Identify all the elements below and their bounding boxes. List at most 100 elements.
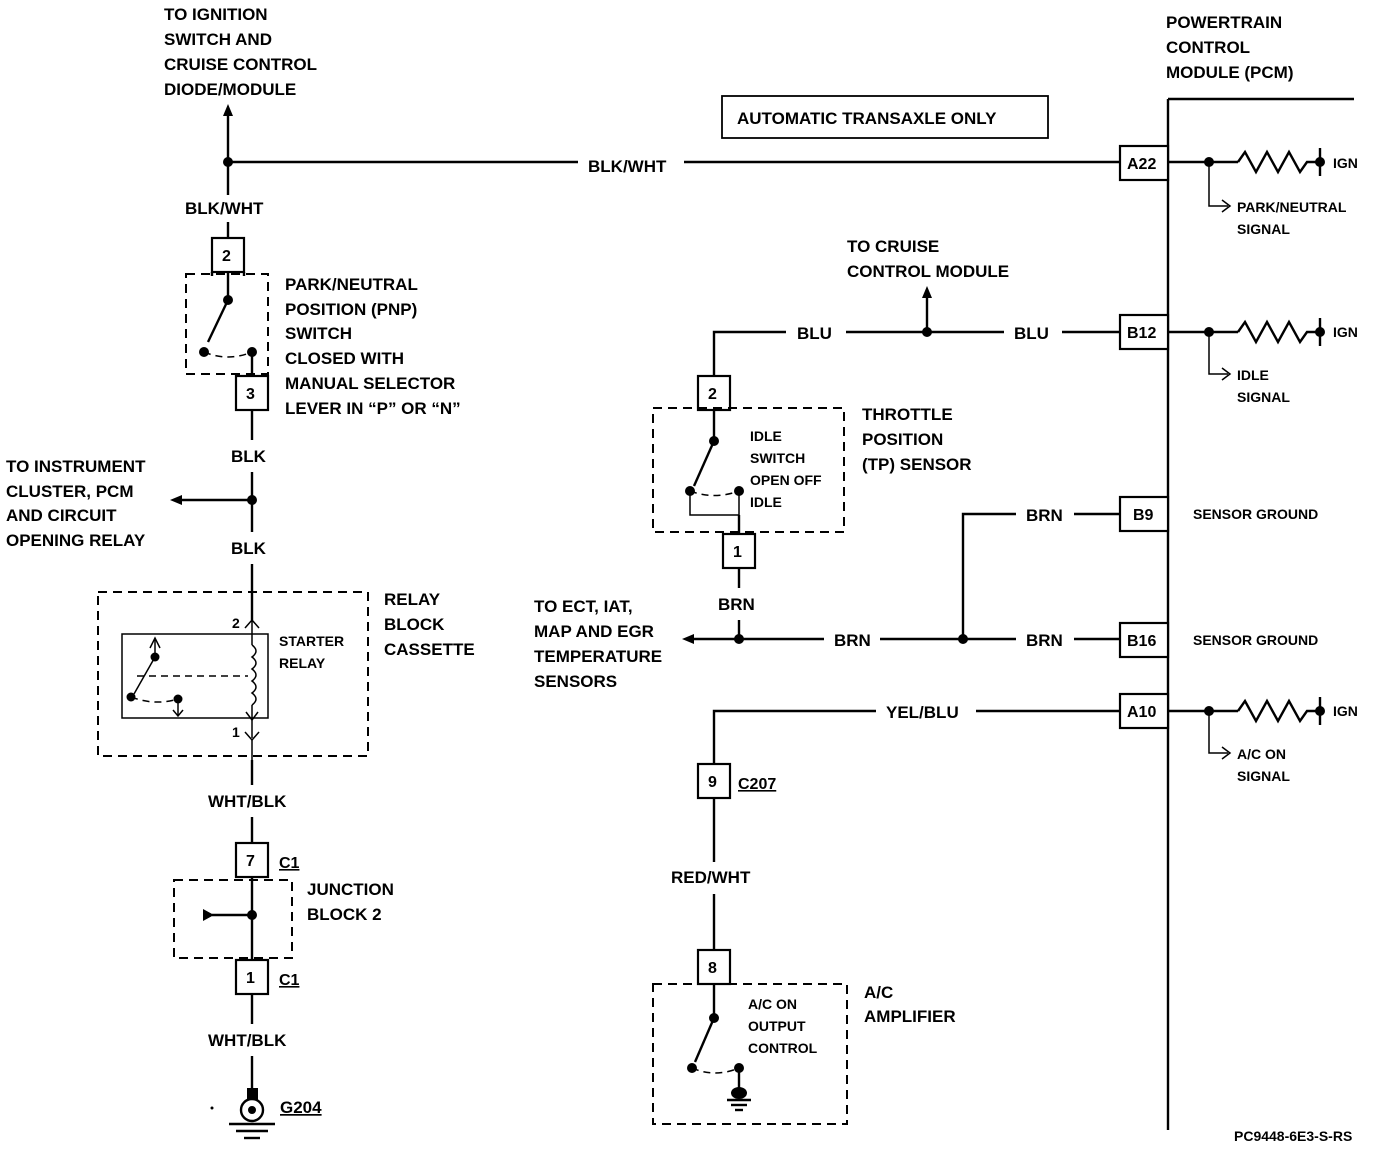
svg-text:STARTER: STARTER bbox=[279, 633, 344, 649]
svg-text:C1: C1 bbox=[279, 855, 300, 872]
svg-text:3: 3 bbox=[246, 386, 255, 403]
wire-blu: BLU BLU bbox=[712, 286, 1120, 378]
svg-text:POSITION: POSITION bbox=[862, 430, 943, 449]
svg-text:SIGNAL: SIGNAL bbox=[1237, 768, 1290, 784]
svg-text:PARK/NEUTRAL: PARK/NEUTRAL bbox=[1237, 199, 1347, 215]
svg-text:2: 2 bbox=[222, 248, 231, 265]
relay-block-cassette: 2 1 STARTER RELAY bbox=[97, 591, 369, 760]
cruise-control-note: TO CRUISE CONTROL MODULE bbox=[847, 237, 1009, 281]
svg-text:BLOCK 2: BLOCK 2 bbox=[307, 905, 382, 924]
svg-text:BRN: BRN bbox=[1026, 506, 1063, 525]
svg-text:OPENING RELAY: OPENING RELAY bbox=[6, 531, 146, 550]
junction-block-label: JUNCTION BLOCK 2 bbox=[307, 880, 394, 924]
svg-text:B16: B16 bbox=[1127, 633, 1156, 650]
svg-text:AND CIRCUIT: AND CIRCUIT bbox=[6, 506, 117, 525]
svg-text:1: 1 bbox=[246, 970, 255, 987]
pcm-idle-circuit: IGN IDLE SIGNAL bbox=[1168, 318, 1358, 405]
svg-text:IGN: IGN bbox=[1333, 155, 1358, 171]
svg-text:THROTTLE: THROTTLE bbox=[862, 405, 953, 424]
svg-text:BLK/WHT: BLK/WHT bbox=[588, 157, 667, 176]
svg-text:1: 1 bbox=[232, 724, 240, 740]
svg-text:G204: G204 bbox=[280, 1098, 322, 1117]
svg-text:SENSORS: SENSORS bbox=[534, 672, 617, 691]
pcm-body bbox=[1166, 97, 1354, 1130]
pcm-pin-b9: B9 bbox=[1118, 495, 1170, 533]
svg-text:TO IGNITION: TO IGNITION bbox=[164, 5, 268, 24]
pnp-switch-label: PARK/NEUTRAL POSITION (PNP) SWITCH CLOSE… bbox=[285, 275, 461, 418]
wire-brn: BRN BRN BRN BRN bbox=[682, 506, 1120, 650]
wire-blk: BLK BLK bbox=[170, 410, 267, 620]
svg-text:LEVER IN “P” OR “N”: LEVER IN “P” OR “N” bbox=[285, 399, 461, 418]
junction-block-2: 7 C1 1 C1 bbox=[173, 841, 300, 996]
svg-text:WHT/BLK: WHT/BLK bbox=[208, 792, 287, 811]
svg-text:2: 2 bbox=[708, 386, 717, 403]
svg-text:IGN: IGN bbox=[1333, 703, 1358, 719]
svg-text:CRUISE CONTROL: CRUISE CONTROL bbox=[164, 55, 317, 74]
svg-text:POSITION (PNP): POSITION (PNP) bbox=[285, 300, 417, 319]
ac-amplifier: 9 C207 RED/WHT 8 A/C ON OUTPUT CONTROL bbox=[652, 762, 848, 1125]
figure-code: PC9448-6E3-S-RS bbox=[1234, 1128, 1352, 1144]
wire-yel-blu: YEL/BLU bbox=[712, 703, 1120, 764]
svg-text:TO INSTRUMENT: TO INSTRUMENT bbox=[6, 457, 146, 476]
svg-text:SWITCH: SWITCH bbox=[750, 450, 805, 466]
svg-text:A22: A22 bbox=[1127, 156, 1156, 173]
ignition-feed-arrow bbox=[223, 104, 233, 195]
svg-text:IDLE: IDLE bbox=[1237, 367, 1269, 383]
svg-text:RED/WHT: RED/WHT bbox=[671, 868, 751, 887]
svg-text:AUTOMATIC TRANSAXLE ONLY: AUTOMATIC TRANSAXLE ONLY bbox=[737, 109, 997, 128]
svg-text:MODULE (PCM): MODULE (PCM) bbox=[1166, 63, 1293, 82]
tp-dashed-enclosure bbox=[652, 407, 845, 533]
relay-block-label: RELAY BLOCK CASSETTE bbox=[384, 590, 475, 659]
wire-blk-wht-a22: BLK/WHT bbox=[228, 157, 1120, 176]
svg-text:SWITCH: SWITCH bbox=[285, 324, 352, 343]
svg-text:BLK: BLK bbox=[231, 539, 267, 558]
ignition-note: TO IGNITION SWITCH AND CRUISE CONTROL DI… bbox=[164, 5, 317, 99]
svg-text:AMPLIFIER: AMPLIFIER bbox=[864, 1007, 956, 1026]
svg-text:C1: C1 bbox=[279, 972, 300, 989]
svg-text:RELAY: RELAY bbox=[279, 655, 326, 671]
svg-text:JUNCTION: JUNCTION bbox=[307, 880, 394, 899]
c207-pin bbox=[696, 762, 732, 800]
svg-text:7: 7 bbox=[246, 853, 255, 870]
svg-text:TEMPERATURE: TEMPERATURE bbox=[534, 647, 662, 666]
svg-text:IDLE: IDLE bbox=[750, 428, 782, 444]
svg-text:(TP) SENSOR: (TP) SENSOR bbox=[862, 455, 972, 474]
svg-text:2: 2 bbox=[232, 615, 240, 631]
wire-wht-blk: WHT/BLK bbox=[208, 760, 287, 843]
svg-text:A/C ON: A/C ON bbox=[1237, 746, 1286, 762]
svg-text:8: 8 bbox=[708, 960, 717, 977]
tp-sensor-label: THROTTLE POSITION (TP) SENSOR bbox=[862, 405, 972, 474]
svg-text:C207: C207 bbox=[738, 776, 776, 793]
svg-text:WHT/BLK: WHT/BLK bbox=[208, 1031, 287, 1050]
pcm-title: POWERTRAIN CONTROL MODULE (PCM) bbox=[1166, 13, 1293, 82]
junction-pin-top bbox=[234, 841, 270, 879]
ac-dashed-enclosure bbox=[652, 983, 848, 1125]
svg-text:SWITCH AND: SWITCH AND bbox=[164, 30, 272, 49]
svg-text:BRN: BRN bbox=[834, 631, 871, 650]
svg-text:CONTROL: CONTROL bbox=[748, 1040, 818, 1056]
svg-text:OPEN OFF: OPEN OFF bbox=[750, 472, 822, 488]
relay-block-enclosure bbox=[97, 591, 369, 757]
tp-pin-top bbox=[696, 374, 732, 412]
pcm-ac-on-circuit: IGN A/C ON SIGNAL bbox=[1168, 697, 1358, 784]
svg-text:B9: B9 bbox=[1133, 507, 1154, 524]
svg-text:CLOSED WITH: CLOSED WITH bbox=[285, 349, 404, 368]
svg-text:MAP AND EGR: MAP AND EGR bbox=[534, 622, 654, 641]
wire-label-blk-wht-vert: BLK/WHT bbox=[185, 199, 264, 218]
svg-text:A/C ON: A/C ON bbox=[748, 996, 797, 1012]
pcm-park-neutral-circuit: IGN PARK/NEUTRAL SIGNAL bbox=[1168, 148, 1358, 237]
svg-text:BRN: BRN bbox=[718, 595, 755, 614]
svg-text:RELAY: RELAY bbox=[384, 590, 441, 609]
svg-text:BLK: BLK bbox=[231, 447, 267, 466]
svg-text:TO CRUISE: TO CRUISE bbox=[847, 237, 939, 256]
starter-relay-box bbox=[121, 633, 269, 719]
svg-text:IGN: IGN bbox=[1333, 324, 1358, 340]
svg-text:DIODE/MODULE: DIODE/MODULE bbox=[164, 80, 296, 99]
svg-text:IDLE: IDLE bbox=[750, 494, 782, 510]
pnp-switch: 2 3 bbox=[185, 222, 270, 412]
svg-text:CONTROL: CONTROL bbox=[1166, 38, 1250, 57]
svg-text:POWERTRAIN: POWERTRAIN bbox=[1166, 13, 1282, 32]
svg-text:9: 9 bbox=[708, 774, 717, 791]
svg-text:BLU: BLU bbox=[797, 324, 832, 343]
